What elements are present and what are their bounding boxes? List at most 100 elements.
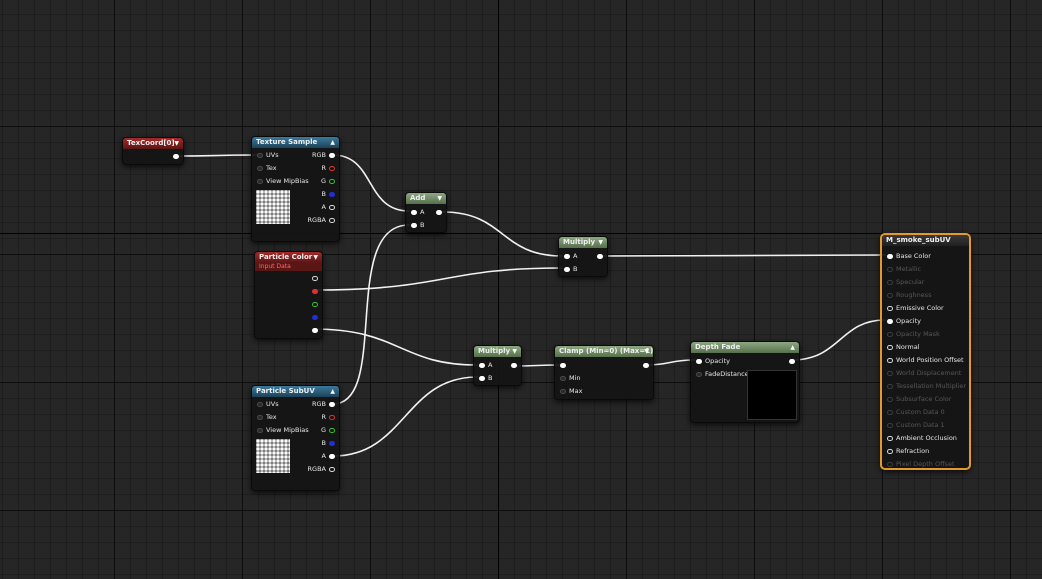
output-rgb[interactable] [312, 273, 318, 283]
multiply-header[interactable]: Multiply ▼ [559, 237, 607, 248]
pin-icon[interactable] [312, 301, 318, 307]
pin-icon[interactable] [887, 358, 893, 363]
particle-subuv-header[interactable]: Particle SubUV ▲ [252, 386, 339, 397]
pin-icon[interactable] [329, 217, 335, 223]
material-header[interactable]: M_smoke_subUV [882, 235, 969, 246]
output-g[interactable]: G [318, 425, 335, 435]
output-a[interactable]: A [319, 451, 335, 461]
chevron-down-icon[interactable]: ▲ [330, 139, 335, 146]
add-node[interactable]: Add ▼ A B [405, 192, 447, 233]
output-result[interactable] [643, 360, 649, 370]
pin-icon[interactable] [312, 288, 318, 294]
input-refraction[interactable]: Refraction [887, 445, 932, 458]
pin-icon[interactable] [257, 427, 263, 433]
pin-icon[interactable] [312, 275, 318, 281]
pin-icon[interactable] [789, 358, 795, 364]
input-custom-data-1[interactable]: Custom Data 1 [887, 419, 948, 432]
input-base-color[interactable]: Base Color [887, 250, 934, 263]
output-rgba[interactable]: RGBA [305, 464, 335, 474]
pin-icon[interactable] [329, 453, 335, 459]
output-result[interactable] [511, 360, 517, 370]
pin-icon[interactable] [887, 436, 893, 441]
input-opacity-mask[interactable]: Opacity Mask [887, 328, 943, 341]
input-fade-distance[interactable]: FadeDistance [696, 369, 752, 379]
texture-sample-node[interactable]: Texture Sample ▲ UVs Tex View MipBias RG… [251, 136, 340, 242]
input-view-mipbias[interactable]: View MipBias [257, 425, 312, 435]
input-world-displacement[interactable]: World Displacement [887, 367, 964, 380]
chevron-down-icon[interactable]: ▼ [174, 140, 179, 147]
pin-icon[interactable] [887, 293, 893, 298]
pin-icon[interactable] [436, 209, 442, 215]
chevron-down-icon[interactable]: ▼ [598, 239, 603, 246]
depth-fade-header[interactable]: Depth Fade ▲ [691, 342, 799, 353]
input-min[interactable]: Min [560, 373, 584, 383]
pin-icon[interactable] [312, 327, 318, 333]
input-opacity[interactable]: Opacity [887, 315, 924, 328]
input-b[interactable]: B [564, 264, 580, 274]
input-specular[interactable]: Specular [887, 276, 927, 289]
material-result-node[interactable]: M_smoke_subUV Base Color Metallic Specul… [880, 233, 971, 470]
pin-icon[interactable] [329, 178, 335, 184]
pin-icon[interactable] [564, 253, 570, 259]
pin-icon[interactable] [257, 401, 263, 407]
input-pixel-depth-offset[interactable]: Pixel Depth Offset [887, 458, 958, 471]
pin-icon[interactable] [411, 209, 417, 215]
texture-sample-header[interactable]: Texture Sample ▲ [252, 137, 339, 148]
input-a[interactable]: A [411, 207, 427, 217]
pin-icon[interactable] [696, 371, 702, 377]
pin-icon[interactable] [560, 375, 566, 381]
pin-icon[interactable] [329, 165, 335, 171]
chevron-down-icon[interactable]: ▲ [330, 388, 335, 395]
pin-icon[interactable] [887, 332, 893, 337]
input-value[interactable] [560, 360, 572, 370]
pin-icon[interactable] [887, 345, 893, 350]
pin-icon[interactable] [887, 267, 893, 272]
pin-icon[interactable] [329, 440, 335, 446]
pin-icon[interactable] [329, 414, 335, 420]
pin-icon[interactable] [887, 254, 893, 259]
pin-icon[interactable] [511, 362, 517, 368]
input-b[interactable]: B [479, 373, 495, 383]
input-tex[interactable]: Tex [257, 412, 280, 422]
chevron-down-icon[interactable]: ▼ [313, 254, 318, 261]
input-tessellation-multiplier[interactable]: Tessellation Multiplier [887, 380, 969, 393]
input-emissive-color[interactable]: Emissive Color [887, 302, 947, 315]
input-ambient-occlusion[interactable]: Ambient Occlusion [887, 432, 960, 445]
input-normal[interactable]: Normal [887, 341, 923, 354]
input-world-position-offset[interactable]: World Position Offset [887, 354, 967, 367]
pin-icon[interactable] [257, 178, 263, 184]
output-b[interactable] [312, 312, 318, 322]
output-r[interactable]: R [318, 163, 335, 173]
output-rgb[interactable]: RGB [309, 399, 335, 409]
input-custom-data-0[interactable]: Custom Data 0 [887, 406, 948, 419]
output-rgb[interactable]: RGB [309, 150, 335, 160]
pin-icon[interactable] [887, 423, 893, 428]
add-header[interactable]: Add ▼ [406, 193, 446, 204]
pin-icon[interactable] [560, 362, 566, 368]
input-uvs[interactable]: UVs [257, 399, 282, 409]
input-opacity[interactable]: Opacity [696, 356, 733, 366]
chevron-down-icon[interactable]: ▼ [644, 348, 649, 355]
clamp-header[interactable]: Clamp (Min=0) (Max=1) ▼ [555, 346, 653, 357]
output-result[interactable] [436, 207, 442, 217]
pin-icon[interactable] [173, 153, 179, 159]
particle-color-node[interactable]: Particle Color ▼ Input Data [254, 251, 323, 339]
pin-icon[interactable] [643, 362, 649, 368]
pin-icon[interactable] [887, 410, 893, 415]
pin-icon[interactable] [329, 427, 335, 433]
pin-icon[interactable] [597, 253, 603, 259]
chevron-down-icon[interactable]: ▼ [512, 348, 517, 355]
pin-icon[interactable] [887, 306, 893, 311]
output-r[interactable] [312, 286, 318, 296]
chevron-down-icon[interactable]: ▲ [790, 344, 795, 351]
input-a[interactable]: A [564, 251, 580, 261]
pin-icon[interactable] [257, 165, 263, 171]
chevron-down-icon[interactable]: ▼ [437, 195, 442, 202]
input-uvs[interactable]: UVs [257, 150, 282, 160]
pin-icon[interactable] [479, 375, 485, 381]
pin-icon[interactable] [329, 191, 335, 197]
pin-icon[interactable] [329, 466, 335, 472]
clamp-node[interactable]: Clamp (Min=0) (Max=1) ▼ Min Max [554, 345, 654, 400]
output-a[interactable]: A [319, 202, 335, 212]
pin-icon[interactable] [312, 314, 318, 320]
